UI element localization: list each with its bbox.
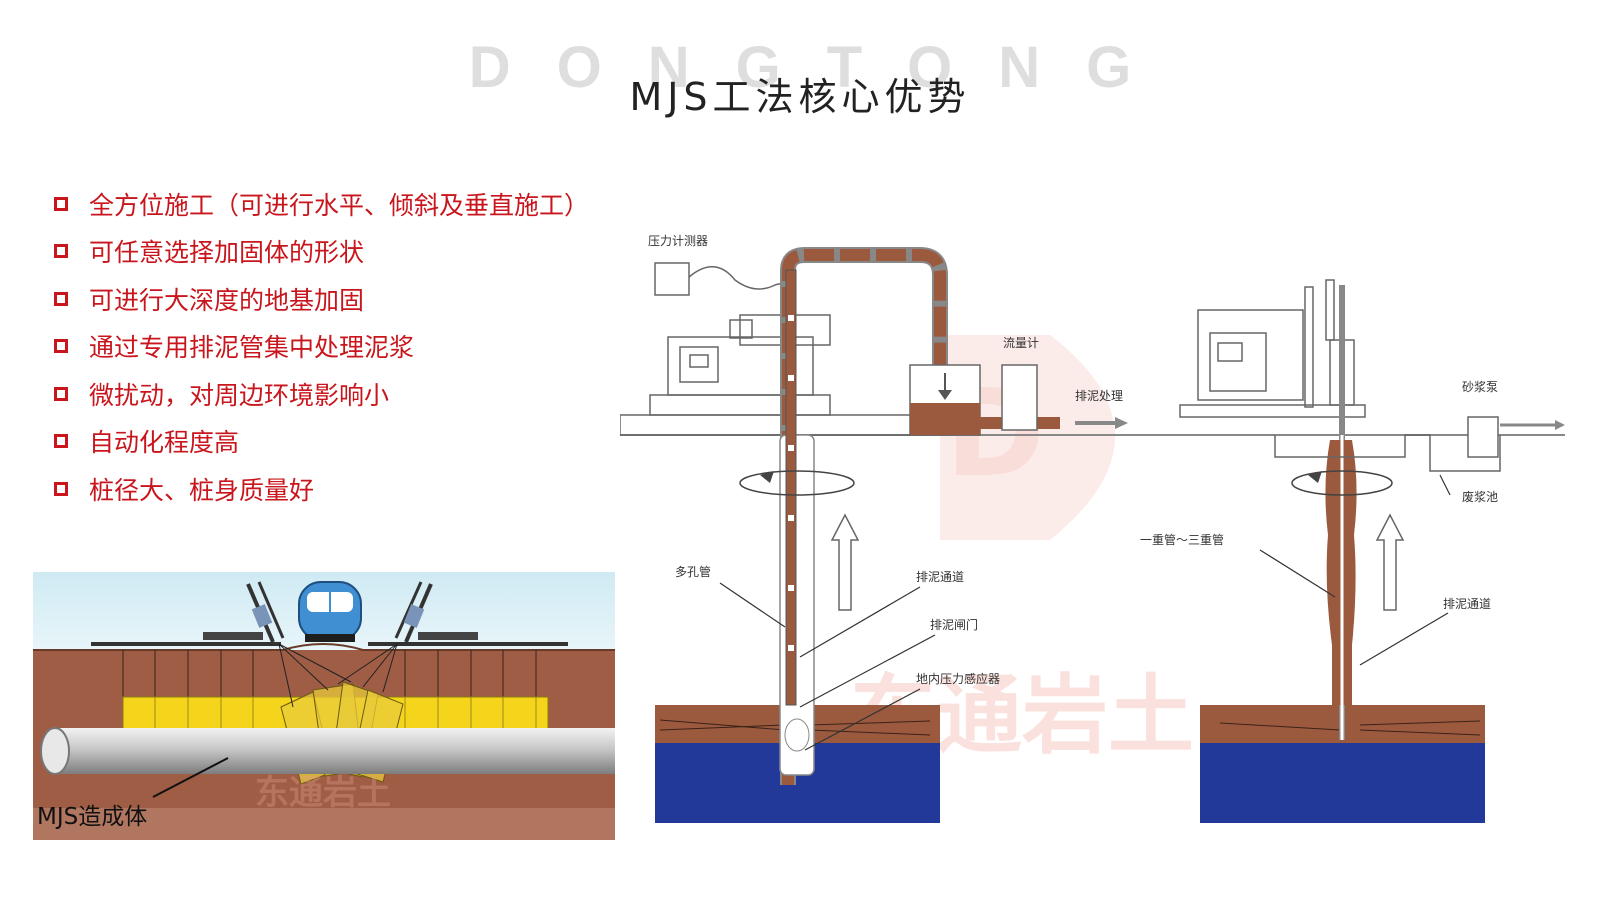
square-bullet-icon [54,291,68,306]
mud-valve-label: 排泥闸门 [930,617,978,632]
label-pointer [152,757,229,798]
list-item: 可进行大深度的地基加固 [54,275,589,323]
ground-pressure-sensor-label: 地内压力感应器 [916,671,1000,686]
mud-tank [909,364,1060,436]
right-drill-rig [394,581,478,643]
list-item: 通过专用排泥管集中处理泥浆 [54,323,589,371]
list-item-text: 自动化程度高 [89,428,240,458]
gauge-cable [688,266,789,298]
list-item: 自动化程度高 [54,418,589,466]
left-watermark: 东通岩土 [255,773,391,813]
mjs-body-label: MJS造成体 [37,804,147,830]
brand-logo-watermark [940,335,1115,540]
left-drill-rig [203,581,285,643]
mortar-pump [1467,416,1499,458]
mjs-vertical-diagram: D 东通岩土 [620,234,1565,823]
rotation-arrow-left [739,470,855,496]
list-item-text: 微扰动，对周边环境影响小 [89,380,390,410]
water-layer-right [1200,743,1485,823]
multi-hole-pipe [782,249,946,785]
soil-lower [33,808,615,840]
pile-lines [122,650,537,697]
page-title: MJS工法核心优势 [629,75,971,119]
list-item: 可任意选择加固体的形状 [54,228,589,276]
mud-channel-right-label: 排泥通道 [1443,597,1491,611]
fracture-lines [659,719,1481,736]
square-bullet-icon [54,386,68,401]
list-item-text: 桩径大、桩身质量好 [89,475,315,505]
list-item-text: 可进行大深度的地基加固 [89,285,365,315]
list-item: 全方位施工（可进行水平、倾斜及垂直施工） [54,180,589,228]
list-item: 微扰动，对周边环境影响小 [54,370,589,418]
leader-lines-left [719,582,936,751]
square-bullet-icon [54,244,68,259]
mud-channel-label: 排泥通道 [916,570,964,584]
leader-lines-right [1259,474,1451,666]
multi-hole-pipe-label: 多孔管 [675,564,711,579]
mortar-pump-label: 砂浆泵 [1462,379,1498,394]
waste-pit [1274,434,1501,472]
pressure-gauge-label: 压力计测器 [648,234,708,248]
pipe-holes [788,315,794,651]
ground-line [33,643,615,651]
list-item-text: 可任意选择加固体的形状 [89,238,365,268]
train-icon [298,581,362,642]
pipe-end [40,727,70,775]
background-brand-word: DONGTONG [468,35,1178,100]
list-item: 桩径大、桩身质量好 [54,465,589,513]
flow-meter-label: 流量计 [1003,336,1039,350]
right-machine [1179,279,1366,418]
square-bullet-icon [54,434,68,449]
drill-lines [278,643,398,708]
right-platform [368,642,568,646]
square-bullet-icon [54,339,68,354]
left-platform [91,642,281,646]
up-arrow-left [830,513,860,611]
mjs-horizontal-diagram: 东通岩土 MJS造成体 [33,572,615,840]
list-item-text: 通过专用排泥管集中处理泥浆 [89,333,415,363]
pipes-label: 一重管～三重管 [1140,532,1224,547]
inner-pipe [785,269,797,706]
square-bullet-icon [54,481,68,496]
square-bullet-icon [54,196,68,211]
list-item-text: 全方位施工（可进行水平、倾斜及垂直施工） [89,190,590,220]
tunnel-pipe [55,728,615,774]
up-arrow-right [1375,513,1405,611]
mud-treatment-label: 排泥处理 [1075,389,1123,403]
nozzle-head [784,718,810,752]
waste-pit-label: 废浆池 [1462,489,1498,504]
rotation-arrow-right [1291,470,1393,496]
advantages-list: 全方位施工（可进行水平、倾斜及垂直施工） 可任意选择加固体的形状 可进行大深度的… [54,180,589,513]
